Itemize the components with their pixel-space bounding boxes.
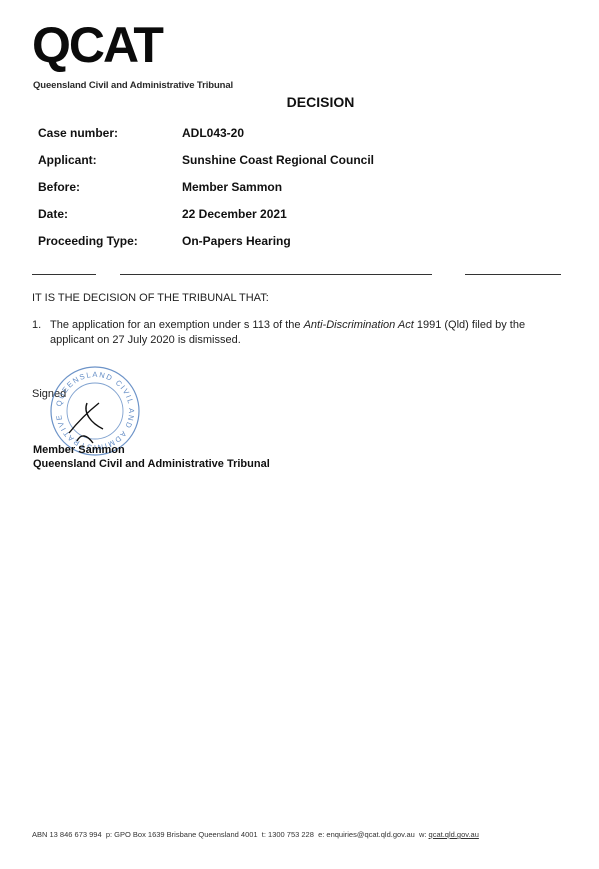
act-name: Anti-Discrimination Act [303,319,414,331]
signed-label: Signed [32,388,67,400]
footer-postal: p: GPO Box 1639 Brisbane Queensland 4001 [105,830,258,839]
svg-text:QUEENSLAND CIVIL AND ADMINISTR: QUEENSLAND CIVIL AND ADMINISTRATIVE [54,370,136,452]
before-label: Before: [38,180,81,194]
tribunal-seal: QUEENSLAND CIVIL AND ADMINISTRATIVE [50,366,140,456]
footer: ABN 13 846 673 994 p: GPO Box 1639 Brisb… [32,830,479,839]
member-name: Member Sammon [33,444,125,456]
proceeding-type-label: Proceeding Type: [38,234,138,248]
applicant-label: Applicant: [38,153,97,167]
order-number: 1. [32,319,42,331]
divider-segment-1 [32,274,96,275]
divider-segment-2 [120,274,432,275]
applicant-value: Sunshine Coast Regional Council [182,153,375,167]
page-title: DECISION [286,94,355,110]
date-value: 22 December 2021 [182,207,287,221]
order-list: 1. The application for an exemption unde… [32,318,562,348]
tribunal-name: Queensland Civil and Administrative Trib… [33,458,270,470]
footer-phone: t: 1300 753 228 [261,830,314,839]
logo-subtitle: Queensland Civil and Administrative Trib… [33,80,234,91]
footer-email: e: enquiries@qcat.qld.gov.au [318,830,415,839]
proceeding-type-value: On-Papers Hearing [182,234,291,248]
case-number-value: ADL043-20 [182,126,245,140]
footer-web-link[interactable]: qcat.qld.gov.au [428,830,479,839]
order-text: The application for an exemption under s… [50,319,526,346]
footer-abn: ABN 13 846 673 994 [32,830,102,839]
order-item: 1. The application for an exemption unde… [32,318,562,348]
before-value: Member Sammon [182,180,283,194]
signature-stroke [68,402,104,444]
date-label: Date: [38,207,69,221]
decision-intro: IT IS THE DECISION OF THE TRIBUNAL THAT: [32,292,269,304]
qcat-logo: QCAT [32,17,164,73]
case-number-label: Case number: [38,126,119,140]
footer-web-label: w: [418,830,427,839]
divider-segment-3 [465,274,561,275]
